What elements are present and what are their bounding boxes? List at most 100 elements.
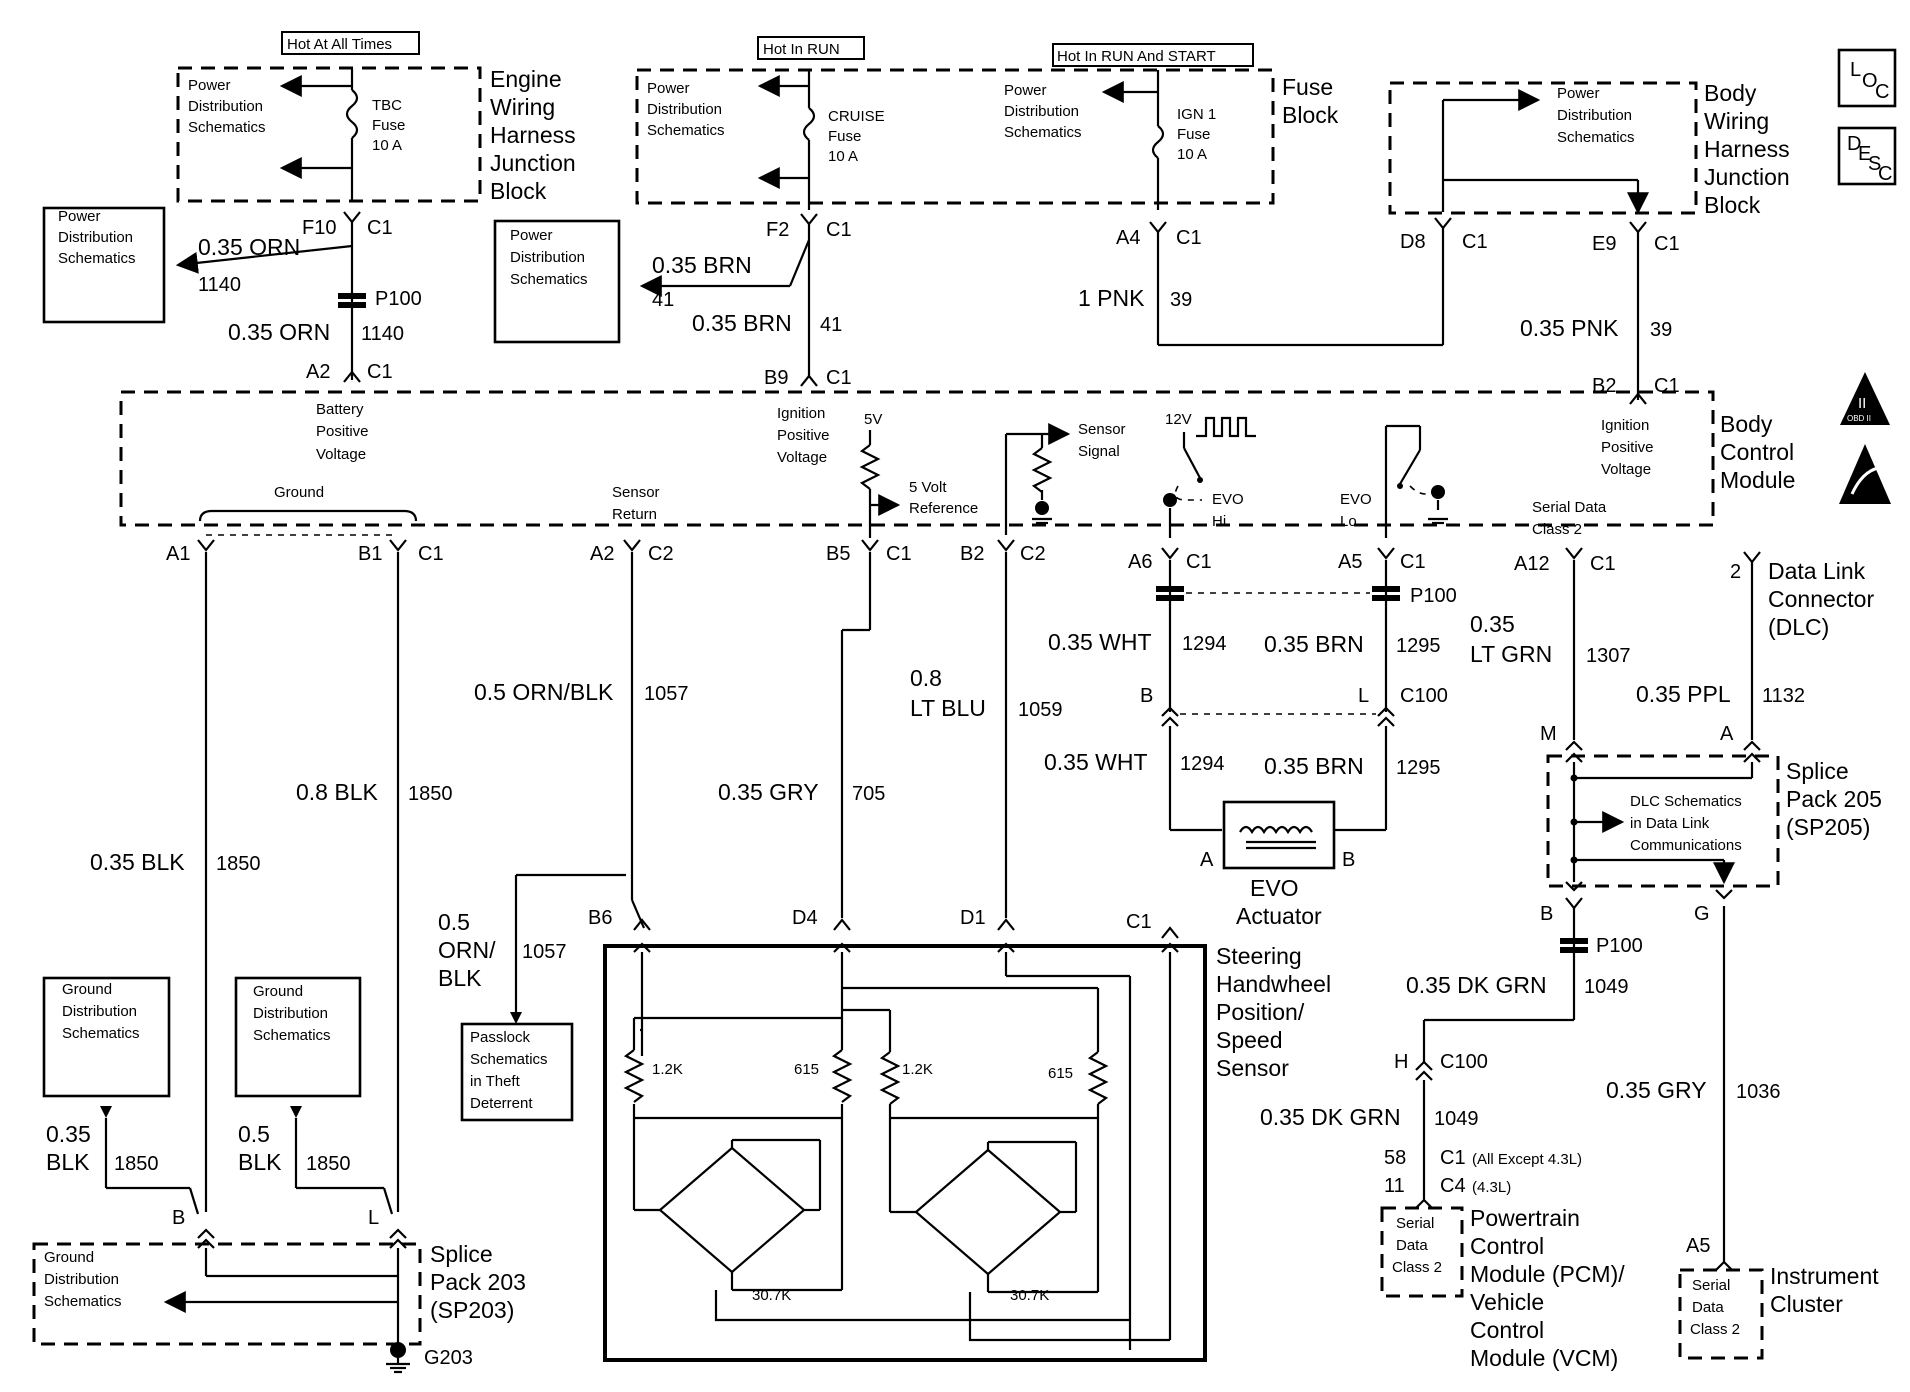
svg-text:Ground: Ground xyxy=(62,981,112,998)
svg-text:0.35 WHT: 0.35 WHT xyxy=(1044,749,1148,775)
svg-text:0.35 PPL: 0.35 PPL xyxy=(1636,681,1731,707)
svg-text:Control: Control xyxy=(1470,1317,1544,1343)
svg-text:(SP203): (SP203) xyxy=(430,1297,514,1323)
svg-text:Wiring: Wiring xyxy=(490,94,555,120)
hot-label-run: Hot In RUN xyxy=(757,36,865,60)
svg-text:Pack 203: Pack 203 xyxy=(430,1269,526,1295)
svg-text:10 A: 10 A xyxy=(828,148,858,165)
svg-text:C1: C1 xyxy=(886,543,912,565)
svg-text:O: O xyxy=(1862,70,1878,92)
desc-symbol: D E S C xyxy=(1837,126,1897,186)
svg-text:30.7K: 30.7K xyxy=(1010,1287,1049,1304)
svg-text:B5: B5 xyxy=(826,543,850,565)
passlock-ref: Passlock Schematics in Theft Deterrent xyxy=(460,1022,574,1122)
svg-text:1295: 1295 xyxy=(1396,757,1441,779)
svg-text:Power: Power xyxy=(647,80,690,97)
svg-text:BLK: BLK xyxy=(238,1149,282,1175)
svg-text:0.35 BRN: 0.35 BRN xyxy=(692,310,792,336)
svg-text:Ground: Ground xyxy=(44,1249,94,1266)
svg-text:0.35 ORN: 0.35 ORN xyxy=(228,319,330,345)
svg-text:0.35 BRN: 0.35 BRN xyxy=(1264,753,1364,779)
svg-text:Hot At All Times: Hot At All Times xyxy=(287,36,392,53)
svg-text:1057: 1057 xyxy=(522,941,567,963)
svg-text:E: E xyxy=(1858,143,1871,165)
svg-text:Engine: Engine xyxy=(490,66,562,92)
bcm-pins: A1 B1 C1 A2 C2 B5 C1 B2 C2 A6 C1 A5 C1 A… xyxy=(166,539,1616,575)
svg-text:Block: Block xyxy=(1282,102,1339,128)
splice-pack-205: DLC Schematics in Data Link Communicatio… xyxy=(1546,752,1882,900)
svg-text:C1: C1 xyxy=(1654,375,1680,397)
svg-text:0.5 ORN/BLK: 0.5 ORN/BLK xyxy=(474,679,614,705)
svg-text:Distribution: Distribution xyxy=(62,1003,137,1020)
svg-text:Block: Block xyxy=(490,178,547,204)
svg-text:58: 58 xyxy=(1384,1147,1406,1169)
svg-text:Passlock: Passlock xyxy=(470,1029,531,1046)
svg-text:C1: C1 xyxy=(1440,1147,1466,1169)
svg-text:0.35 ORN: 0.35 ORN xyxy=(198,234,300,260)
svg-text:Distribution: Distribution xyxy=(253,1005,328,1022)
svg-text:in Data Link: in Data Link xyxy=(1630,815,1710,832)
svg-text:C1: C1 xyxy=(1590,553,1616,575)
svg-text:B2: B2 xyxy=(1592,375,1616,397)
svg-text:0.35 BRN: 0.35 BRN xyxy=(1264,631,1364,657)
svg-text:5V: 5V xyxy=(864,411,882,428)
svg-text:EVO: EVO xyxy=(1212,491,1244,508)
svg-text:S: S xyxy=(1868,153,1881,175)
svg-text:OBD II: OBD II xyxy=(1847,414,1871,423)
svg-text:Voltage: Voltage xyxy=(1601,461,1651,478)
circuit-41: F2 C1 0.35 BRN 41 0.35 BRN 41 B9 C1 xyxy=(639,213,852,389)
svg-text:D8: D8 xyxy=(1400,231,1426,253)
ground-distribution-ref-2: Ground Distribution Schematics xyxy=(234,976,362,1098)
svg-text:Distribution: Distribution xyxy=(188,98,263,115)
hot-label-always: Hot At All Times xyxy=(281,31,420,55)
circuit-1036: G 0.35 GRY 1036 A5 xyxy=(1606,903,1781,1271)
svg-text:Connector: Connector xyxy=(1768,586,1874,612)
svg-text:L: L xyxy=(1850,59,1861,81)
svg-text:C1: C1 xyxy=(1654,233,1680,255)
svg-text:Module (PCM)/: Module (PCM)/ xyxy=(1470,1261,1625,1287)
svg-text:Module: Module xyxy=(1720,467,1795,493)
svg-text:B6: B6 xyxy=(588,907,612,929)
svg-text:Battery: Battery xyxy=(316,401,364,418)
body-junction-block: Power Distribution Schematics Body Wirin… xyxy=(1388,80,1790,218)
svg-text:Class 2: Class 2 xyxy=(1532,521,1582,538)
svg-text:C1: C1 xyxy=(1186,551,1212,573)
svg-text:0.35 DK GRN: 0.35 DK GRN xyxy=(1406,972,1547,998)
ground-leads: 0.35 BLK 1850 0.5 BLK 1850 B L xyxy=(46,1106,394,1229)
svg-text:C1: C1 xyxy=(1400,551,1426,573)
svg-text:P100: P100 xyxy=(375,288,422,310)
svg-text:Junction: Junction xyxy=(1704,164,1790,190)
svg-text:Power: Power xyxy=(58,208,101,225)
svg-text:Positive: Positive xyxy=(777,427,830,444)
circuit-705: 0.35 GRY 705 xyxy=(718,552,885,918)
svg-text:F2: F2 xyxy=(766,219,789,241)
svg-text:Power: Power xyxy=(188,77,231,94)
fuse-block: Power Distribution Schematics CRUISE Fus… xyxy=(635,68,1339,210)
svg-text:Vehicle: Vehicle xyxy=(1470,1289,1544,1315)
svg-text:1 PNK: 1 PNK xyxy=(1078,285,1145,311)
svg-text:1294: 1294 xyxy=(1180,753,1225,775)
svg-text:P100: P100 xyxy=(1410,585,1457,607)
svg-text:0.35 BRN: 0.35 BRN xyxy=(652,252,752,278)
svg-text:Power: Power xyxy=(1557,85,1600,102)
svg-text:C1: C1 xyxy=(418,543,444,565)
svg-text:Return: Return xyxy=(612,506,657,523)
svg-text:Serial Data: Serial Data xyxy=(1532,499,1607,516)
svg-text:C2: C2 xyxy=(1020,543,1046,565)
svg-text:A2: A2 xyxy=(306,361,330,383)
svg-text:Pack 205: Pack 205 xyxy=(1786,786,1882,812)
svg-text:Class 2: Class 2 xyxy=(1690,1321,1740,1338)
svg-text:(DLC): (DLC) xyxy=(1768,614,1829,640)
svg-text:B: B xyxy=(172,1207,185,1229)
svg-text:Serial: Serial xyxy=(1396,1215,1434,1232)
svg-text:Body: Body xyxy=(1720,411,1773,437)
svg-text:Distribution: Distribution xyxy=(510,249,585,266)
svg-text:0.8 BLK: 0.8 BLK xyxy=(296,779,378,805)
esd-warning-icon xyxy=(1839,444,1891,504)
svg-text:Schematics: Schematics xyxy=(470,1051,548,1068)
svg-text:39: 39 xyxy=(1170,289,1192,311)
svg-text:G: G xyxy=(1694,903,1710,925)
svg-text:Sensor: Sensor xyxy=(1216,1055,1289,1081)
svg-text:Distribution: Distribution xyxy=(1004,103,1079,120)
